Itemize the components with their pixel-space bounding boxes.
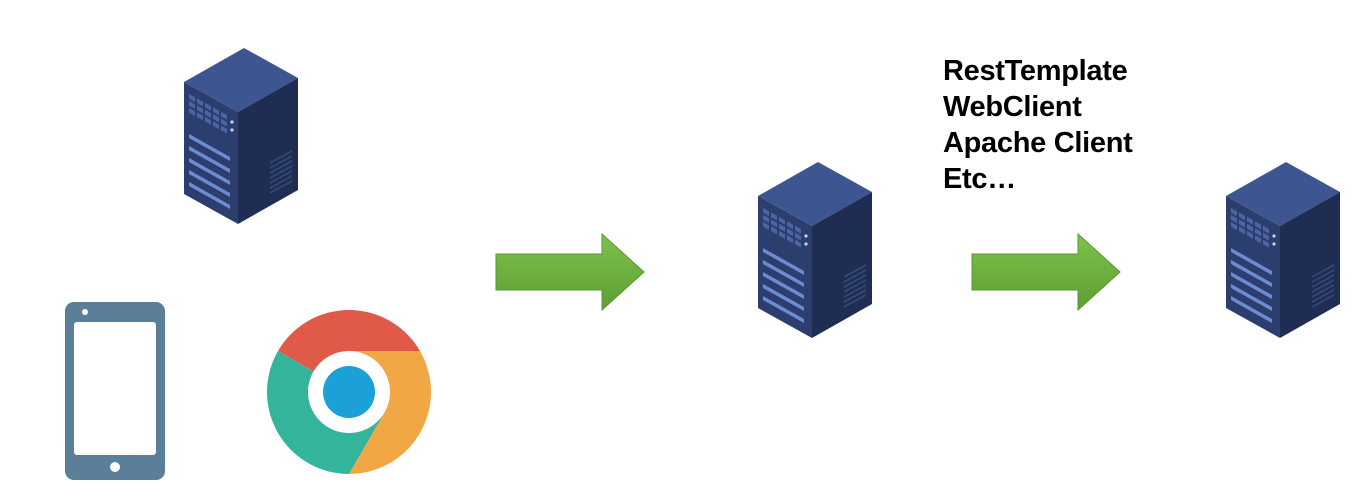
http-client-list: RestTemplate WebClient Apache Client Etc… [943,53,1133,197]
client-label-webclient: WebClient [943,91,1082,123]
browser [267,310,431,474]
client-label-apache-client: Apache Client [943,127,1133,159]
middle-server [752,158,876,340]
server-icon [758,162,872,338]
server-icon [184,48,298,224]
arrow-to-target-server [971,232,1122,312]
right-arrow-icon [971,232,1121,312]
source-server [178,44,302,226]
server-icon [1226,162,1340,338]
target-server [1220,158,1344,340]
mobile-device [63,300,167,482]
arrow-to-middle-server [495,232,646,312]
chrome-browser-icon [267,310,431,474]
client-label-etc: Etc… [943,163,1016,195]
client-label-resttemplate: RestTemplate [943,55,1128,87]
right-arrow-icon [495,232,645,312]
smartphone-icon [65,302,165,480]
